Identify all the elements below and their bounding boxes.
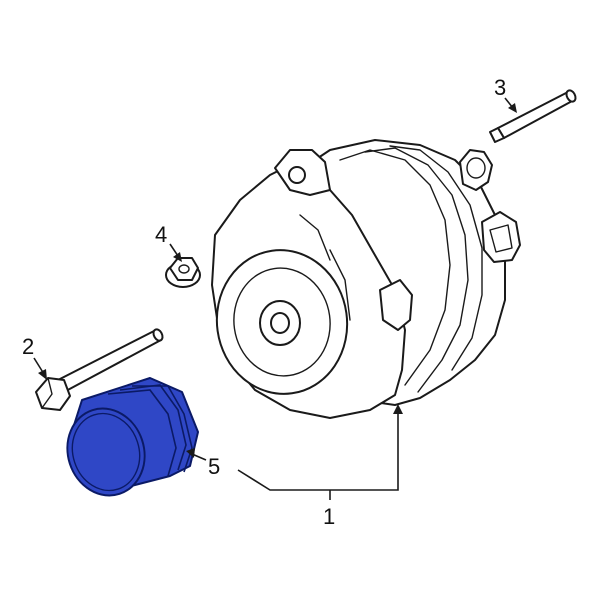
mount-stud-shaft (497, 91, 575, 139)
pulley-bolt-tip (152, 328, 164, 342)
leader-mount-stud-arrow (508, 103, 517, 113)
mount-stud[interactable] (489, 89, 577, 143)
pulley-front-rim (71, 412, 141, 492)
pulley-bolt-head-face (41, 377, 53, 409)
alternator-rib-3 (329, 249, 351, 321)
pulley-bolt-head (35, 377, 71, 411)
pulley-front-face (66, 407, 146, 497)
leader-alternator-arrow (393, 404, 403, 414)
alternator-mount-ear-right (379, 279, 413, 331)
leader-pulley (191, 453, 207, 461)
pulley-groove-3 (107, 389, 177, 477)
alternator-fin-band-3 (389, 145, 483, 371)
mount-stud-end (565, 89, 577, 103)
mount-stud-tip (489, 127, 505, 143)
callout-mount-stud: 3 (494, 75, 506, 100)
alternator-terminal-cap (466, 157, 486, 179)
alternator[interactable] (208, 139, 521, 419)
leader-nut-arrow (173, 252, 182, 262)
alternator-shaft (270, 312, 290, 334)
leader-alternator (237, 412, 399, 491)
alternator-mount-hole-top (288, 166, 306, 184)
leader-nut (169, 243, 179, 257)
alternator-fin-band-1 (339, 149, 451, 386)
callout-nut: 4 (155, 222, 167, 247)
callout-alternator: 1 (323, 504, 335, 529)
leader-pulley-arrow (186, 448, 195, 458)
callout-pulley-bolt: 2 (22, 334, 34, 359)
pulley-groove-2 (132, 385, 193, 473)
pulley-bolt[interactable] (35, 328, 164, 411)
leader-pulley-bolt-arrow (38, 369, 47, 380)
alternator-connector-detail (489, 224, 513, 253)
leader-lines (33, 97, 517, 500)
alternator-fin-band-2 (364, 147, 469, 393)
alternator-connector-plug (481, 211, 521, 263)
alternator-rib-1 (299, 214, 331, 261)
callout-pulley: 5 (208, 454, 220, 479)
flange-nut-bore (178, 264, 190, 274)
alternator-pulley[interactable] (56, 377, 199, 506)
flange-nut[interactable] (165, 257, 201, 288)
